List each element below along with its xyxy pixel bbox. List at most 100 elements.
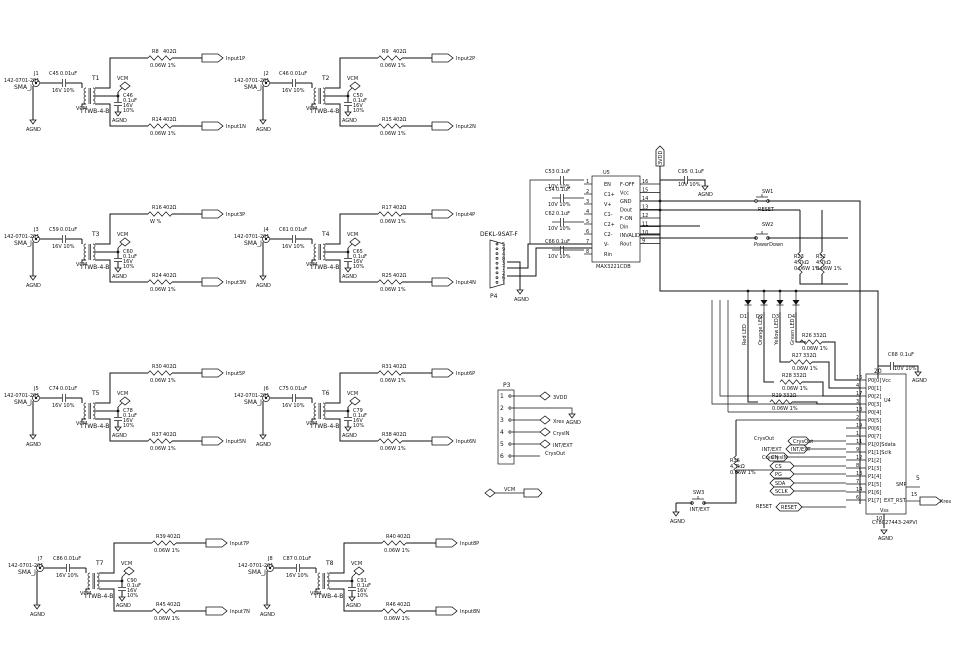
sma-jack-icon (36, 564, 44, 572)
r-bot-rating: 0.06W 1% (154, 616, 180, 622)
gnd-label: AGND (26, 283, 41, 289)
int-ext-switch-icon (690, 496, 706, 505)
vcm-port-icon (349, 396, 361, 406)
net-label-intext: INT/EXT (762, 447, 782, 453)
c2-ref: C79 (353, 408, 363, 414)
pin-number: 2 (586, 189, 589, 195)
gnd-label: AGND (912, 378, 927, 384)
net-label: CS (775, 464, 782, 470)
c2-voltage: 16V (123, 103, 133, 109)
led-color: Green LED (790, 318, 796, 345)
sma-jack-icon (32, 394, 40, 402)
vcm-port-icon (119, 396, 131, 406)
c2-voltage: 16V (127, 588, 137, 594)
pin-number: 3 (586, 199, 589, 205)
cap-value: 0.1uF (556, 211, 570, 217)
sma-jack-icon (32, 79, 40, 87)
connector-type: 142-0701-201 (4, 78, 39, 84)
sma-jack-icon (262, 394, 270, 402)
resistor-symbol (147, 438, 173, 444)
junction-dot (762, 289, 766, 293)
pullup-ref: R23 (794, 254, 804, 260)
led-icon (760, 300, 768, 305)
output-n-net: Input3N (226, 280, 246, 286)
r-bot-rating: 0.06W 1% (380, 287, 406, 293)
ground-symbol (29, 434, 37, 440)
reset-switch-icon (754, 194, 770, 203)
cap-ref: C46 (279, 71, 289, 77)
capacitor-symbol (348, 587, 356, 591)
led-res-ref: R28 (782, 373, 792, 379)
led-res-value: 332Ω (793, 373, 807, 379)
c2-tolerance: 10% (127, 593, 138, 599)
junction-dot (658, 208, 662, 212)
ground-symbol (29, 275, 37, 281)
jack-part: SMA_J (14, 240, 32, 247)
net-label-reset: RESET (756, 504, 773, 510)
sma-jack-icon (262, 79, 270, 87)
capacitor-symbol (292, 235, 296, 243)
transformer-coil-icon (313, 87, 317, 105)
vcm-label: VCM (117, 76, 128, 82)
output-n-port-icon (201, 436, 224, 446)
cap-rating: 16V 10% (52, 403, 75, 409)
pin-name: P1[4] (868, 474, 881, 480)
pin-name: P0[7] (868, 434, 881, 440)
mcu-net-labels: CrysOutINT/EXTCrysINCSPGSDASCLKRESETCrys… (736, 436, 846, 512)
pin-number-5: VCM (310, 591, 321, 597)
vcm-port-icon (119, 237, 131, 247)
capacitor-symbol (66, 564, 70, 572)
pin-number-5: VCM (76, 421, 87, 427)
output-n-port-icon (205, 606, 228, 616)
transformer-ref: T5 (91, 390, 100, 397)
pin-number: 16 (642, 179, 648, 185)
pin-number: 7 (856, 479, 859, 485)
cap-rating: 10V 10% (548, 226, 571, 232)
cap-ref: C75 (279, 386, 289, 392)
r-bot-value: 402Ω (167, 602, 181, 608)
cap-rating: 10V 10% (548, 184, 571, 190)
header-net: 3VDD (553, 395, 567, 401)
pin-name: P1[6] (868, 490, 881, 496)
r-top-value: 402Ω (163, 364, 177, 370)
r-top-rating: 0.06W 1% (384, 548, 410, 554)
capacitor-symbol (114, 258, 122, 262)
led-ref: D2 (756, 314, 763, 320)
ground-symbol (263, 604, 271, 610)
db9-pin-8: 8 (502, 256, 505, 262)
db9-pin-4: 4 (502, 252, 505, 258)
ground-symbol (701, 185, 709, 191)
cap-rating: 10V 10% (894, 366, 917, 372)
transformer-coil-icon (96, 572, 100, 590)
cap-rating: 16V 10% (286, 573, 309, 579)
pin-number-5: VCM (306, 106, 317, 112)
header-body (497, 389, 515, 465)
transformer-coil-icon (83, 402, 87, 420)
sma-jack-icon (262, 235, 270, 243)
ground-symbol (344, 111, 352, 117)
ic-part: CY8C27443-24PVI (872, 520, 917, 526)
c2-voltage: 16V (357, 588, 367, 594)
c2-ref: C50 (353, 93, 363, 99)
transformer-coil-icon (313, 402, 317, 420)
pulldown-rating: 0.06W 1% (730, 470, 756, 476)
pin-name: P0[6] (868, 426, 881, 432)
gnd-label: AGND (256, 283, 271, 289)
c2-value: 0.1uF (357, 583, 371, 589)
pulldown-ref: R36 (730, 458, 740, 464)
transformer-ref: T4 (321, 231, 330, 238)
vcm-port-icon (349, 81, 361, 91)
pin-number-5: VCM (306, 262, 317, 268)
pin-number: 9 (642, 239, 645, 245)
vcm-port-icon (353, 566, 365, 576)
ground-symbol (118, 596, 126, 602)
cap-ref: C53 (545, 169, 555, 175)
r-bot-rating: 0.06W 1% (150, 287, 176, 293)
output-p-port-icon (205, 538, 228, 548)
gnd-label: AGND (256, 442, 271, 448)
cap-ref: C59 (49, 227, 59, 233)
header-pin-4: 4 (500, 429, 504, 436)
